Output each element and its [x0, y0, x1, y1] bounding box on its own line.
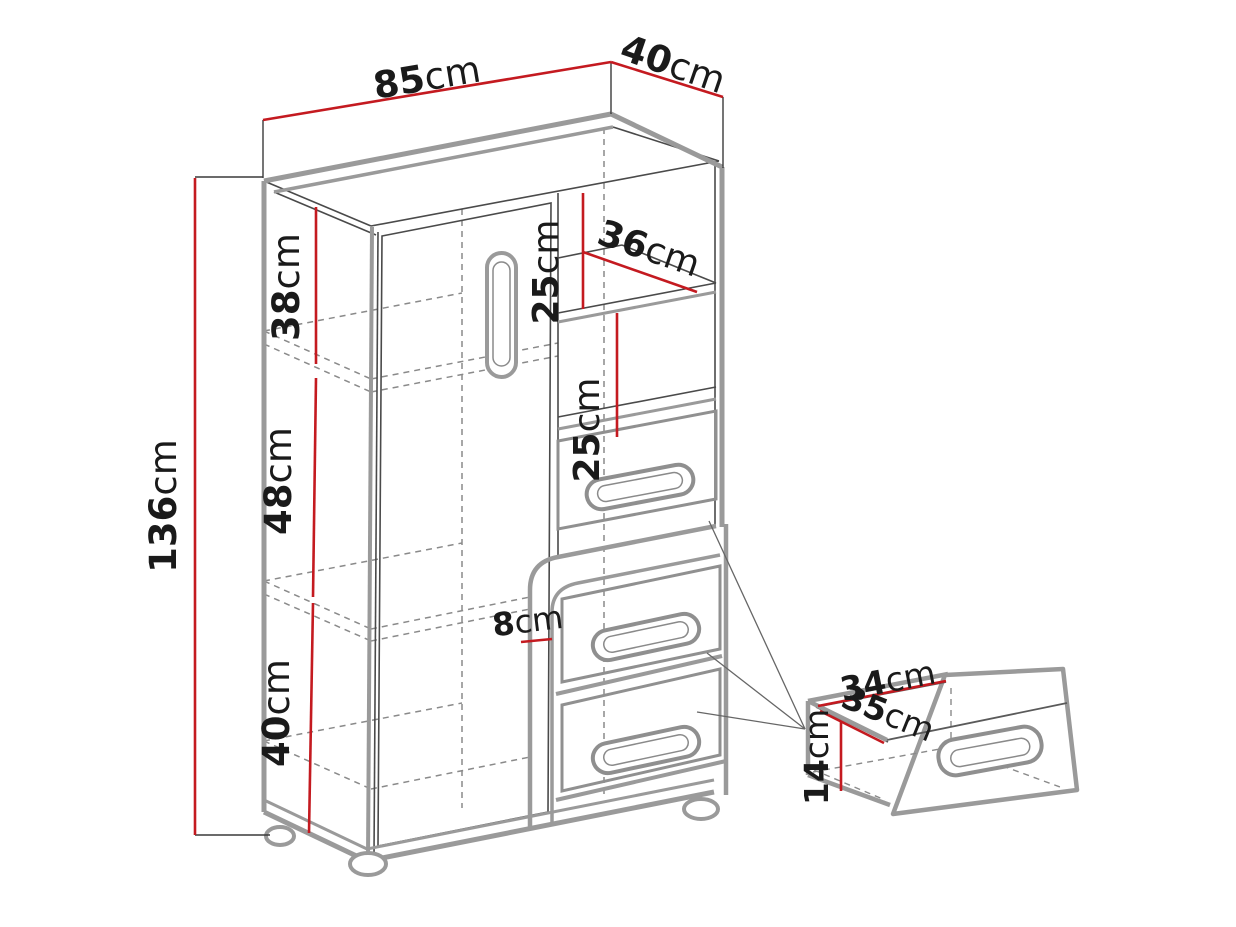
drawer2-handle-inner — [603, 620, 689, 654]
board-above-drawer1-top — [557, 386, 717, 418]
module-inner-frame — [550, 553, 721, 826]
dim-line-depth — [610, 60, 724, 99]
module-outer-frame — [527, 523, 717, 829]
dim-line-section-middle — [311, 377, 318, 598]
hidden-shelf2-side-bottom — [263, 593, 372, 642]
cabinet-feet — [264, 797, 720, 877]
door-handle-inner — [492, 261, 511, 367]
dim-line-shelf-depth — [582, 250, 698, 294]
drawer-detail-handle — [936, 724, 1044, 778]
drawer-back-top-edge — [807, 671, 949, 704]
cabinet-hidden-lines — [263, 128, 605, 808]
leader-line-2 — [706, 652, 806, 730]
drawer1-outline — [556, 409, 718, 531]
foot-back-left — [264, 825, 296, 847]
dimension-lines — [193, 60, 947, 835]
label-depth: 40cm — [615, 26, 731, 102]
top-face-front-edge — [370, 160, 720, 227]
hidden-floor-back — [263, 702, 463, 742]
drawer-detail-handle-inner — [950, 737, 1031, 768]
drawer-handles — [584, 462, 702, 776]
drawer3-outline — [560, 667, 722, 793]
dim-line-width — [262, 60, 612, 122]
hidden-shelf1-side-bottom — [263, 343, 372, 393]
base-top-front-edge — [366, 778, 715, 851]
hidden-shelf2-side-top — [263, 580, 372, 630]
label-gap-lower: 25cm — [567, 378, 608, 483]
label-drawer-height: 14cm — [797, 709, 836, 805]
front-left-edge — [366, 226, 374, 861]
cabinet-thick-edges — [261, 111, 729, 864]
label-section-top: 38cm — [265, 233, 308, 341]
hidden-shelf2-back — [263, 542, 463, 582]
base-top-left-edge — [263, 798, 368, 851]
dim-line-drawer-depth — [819, 709, 885, 745]
label-drawer-width: 34cm — [837, 652, 939, 709]
hidden-shelf1-front-bottom — [370, 355, 559, 393]
bottom-left-depth-edge — [262, 809, 369, 864]
leader-line-1 — [708, 520, 806, 730]
label-width: 85cm — [370, 48, 484, 108]
shelf1-right-depth-edge — [621, 244, 717, 284]
drawer-detail-drawing — [805, 666, 1080, 817]
drawer-box-thick-edges — [805, 671, 949, 808]
hidden-floor-front — [370, 756, 531, 790]
dim-line-edge-offset — [520, 637, 553, 644]
bottom-front-edge — [366, 789, 715, 864]
label-gap-upper: 25cm — [526, 220, 567, 325]
label-edge-offset: 8cm — [490, 598, 565, 644]
drawer-left-bottom-edge — [807, 772, 891, 808]
dim-line-drawer-width — [817, 679, 947, 708]
board-above-drawer1-bottom — [557, 397, 717, 431]
drawer1-handle-outer — [584, 462, 696, 512]
label-section-bottom: 40cm — [255, 659, 298, 767]
leader-line-3 — [696, 711, 806, 730]
hidden-shelf2-front-bottom — [370, 608, 531, 642]
drawer2-3-divider — [555, 654, 723, 696]
hidden-floor-side — [263, 740, 372, 790]
drawer1-handle-inner — [596, 471, 684, 503]
door-handle — [485, 251, 518, 379]
label-height: 136cm — [142, 439, 185, 573]
top-left-depth-edge — [263, 180, 372, 227]
dim-line-section-bottom — [307, 602, 315, 834]
cabinet-drawing — [261, 111, 806, 877]
door-handle-outer — [485, 251, 518, 379]
drawer-hidden-bottom-left — [813, 769, 886, 801]
raised-edge-inner — [273, 125, 614, 194]
foot-front-left — [348, 851, 388, 877]
hidden-shelf1-side-top — [263, 330, 372, 380]
drawer-hidden-bottom-back — [812, 746, 952, 773]
drawer-front-rim — [886, 702, 1068, 741]
shelf1-front-bottom — [557, 290, 717, 324]
hidden-shelf1-front-top — [370, 342, 559, 380]
shelf1-back-edge — [557, 244, 623, 259]
dimension-extension-lines — [195, 62, 724, 836]
drawer3-handle-inner — [603, 733, 689, 767]
foot-front-right — [682, 797, 720, 821]
hidden-shelf1-back — [263, 292, 463, 332]
back-top-edge — [263, 111, 612, 184]
drawer-left-top-edge — [807, 698, 888, 743]
top-right-depth-edge — [609, 111, 724, 170]
leader-lines — [696, 520, 806, 730]
hidden-shelf2-front-top — [370, 596, 531, 630]
shelf1-front-top — [557, 282, 717, 314]
drawer2-outline — [560, 564, 722, 684]
module-bottom-edge — [555, 759, 727, 802]
drawer2-handle-outer — [590, 611, 702, 663]
label-section-middle: 48cm — [257, 427, 300, 535]
top-left-depth-edge-inner — [273, 191, 377, 236]
dimension-labels: 85cm 40cm 136cm 38cm 48cm 40cm 25cm 36cm… — [142, 26, 940, 805]
drawer3-handle-outer — [590, 724, 702, 776]
front-left-inner-edge — [373, 231, 379, 857]
